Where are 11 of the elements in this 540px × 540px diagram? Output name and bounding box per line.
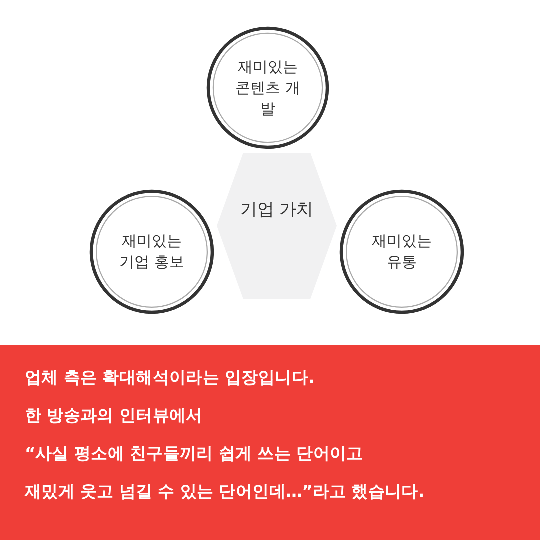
text-line: 재밌게 웃고 넘길 수 있는 단어인데…”라고 했습니다. xyxy=(25,481,424,503)
node-label: 기업 가치 xyxy=(239,200,315,220)
text-line: 한 방송과의 인터뷰에서 xyxy=(25,405,203,427)
node-label: 재미있는 유통 xyxy=(371,231,433,273)
text-line: “사실 평소에 친구들끼리 쉽게 쓰는 단어이고 xyxy=(25,443,364,465)
circle-node xyxy=(339,189,465,315)
node-label: 재미있는 콘텐츠 개발 xyxy=(234,56,302,120)
node-label: 재미있는 기업 홍보 xyxy=(118,231,186,273)
text-line: 업체 측은 확대해석이라는 입장입니다. xyxy=(25,367,315,389)
circle-node xyxy=(89,189,215,315)
circle-node xyxy=(206,26,330,150)
